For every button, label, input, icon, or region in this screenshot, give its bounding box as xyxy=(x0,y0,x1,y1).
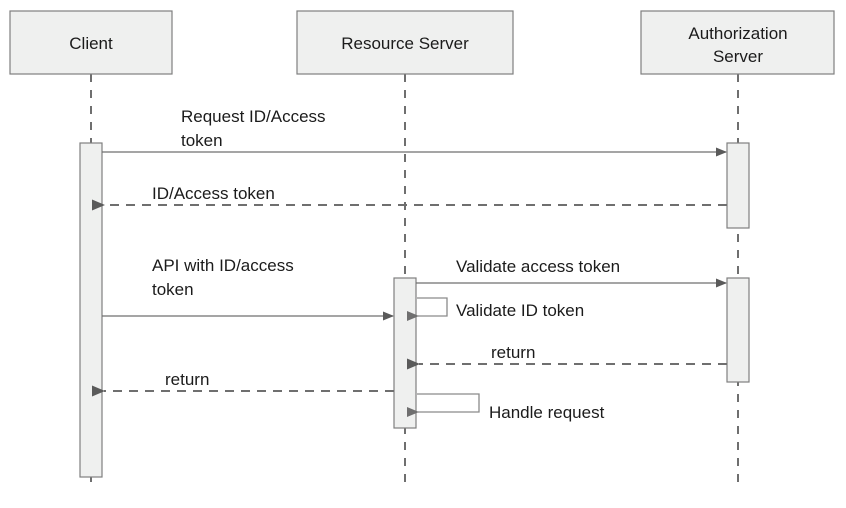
message-validate-access-token: Validate access token xyxy=(416,257,727,288)
message-label-request-id-access-token-line1: Request ID/Access xyxy=(181,107,326,126)
message-label-id-access-token: ID/Access token xyxy=(152,184,275,203)
participant-label-authorization-server-line2: Server xyxy=(713,47,763,66)
participant-box-client[interactable] xyxy=(9,10,173,75)
message-label-validate-id-token: Validate ID token xyxy=(456,301,584,320)
participant-box-authorization-server[interactable] xyxy=(640,10,835,75)
message-return-resource-to-client: return xyxy=(92,370,394,397)
activation-bar-authorization-server-1 xyxy=(726,142,750,229)
participant-client[interactable]: Client xyxy=(9,10,173,75)
activation-bar-resource-server xyxy=(393,277,417,429)
message-return-authorization-to-resource: return xyxy=(407,343,727,370)
message-id-access-token: ID/Access token xyxy=(92,184,727,211)
message-api-with-id-access-token: API with ID/access token xyxy=(102,256,394,321)
participant-authorization-server[interactable]: Authorization Server xyxy=(640,10,835,75)
message-label-validate-access-token: Validate access token xyxy=(456,257,620,276)
activation-bar-authorization-server-2 xyxy=(726,277,750,383)
message-label-api-with-id-access-token-line2: token xyxy=(152,280,194,299)
activation-bar-client xyxy=(79,142,103,478)
message-request-id-access-token: Request ID/Access token xyxy=(102,107,727,157)
message-label-request-id-access-token-line2: token xyxy=(181,131,223,150)
participant-label-client: Client xyxy=(69,34,113,53)
message-selfloop-validate-id-token xyxy=(407,297,448,321)
participant-label-resource-server: Resource Server xyxy=(341,34,469,53)
message-selfloop-handle-request xyxy=(407,393,480,417)
participant-label-authorization-server-line1: Authorization xyxy=(688,24,787,43)
message-validate-id-token: Validate ID token xyxy=(407,297,584,321)
message-label-api-with-id-access-token-line1: API with ID/access xyxy=(152,256,294,275)
participant-resource-server[interactable]: Resource Server xyxy=(296,10,514,75)
participant-box-resource-server[interactable] xyxy=(296,10,514,75)
message-label-return-authorization-to-resource: return xyxy=(491,343,535,362)
message-label-handle-request: Handle request xyxy=(489,403,605,422)
message-label-return-resource-to-client: return xyxy=(165,370,209,389)
message-handle-request: Handle request xyxy=(407,393,605,422)
